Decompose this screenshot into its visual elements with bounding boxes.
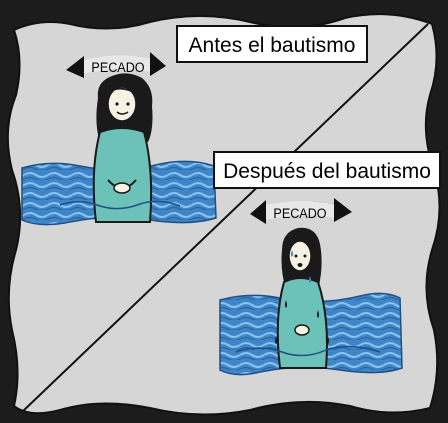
sin-banner-after: PECADO (250, 198, 352, 224)
after-scene: Después del bautismo PECADO (213, 151, 441, 376)
sin-label-after: PECADO (273, 205, 326, 221)
woman-figure-after (275, 227, 329, 369)
before-scene: PECADO Antes el bautismo (21, 25, 368, 226)
before-title-box: Antes el bautismo (176, 25, 368, 63)
before-title: Antes el bautismo (189, 34, 356, 57)
divider-line (21, 23, 429, 413)
woman-figure-before (92, 73, 153, 223)
sin-banner-before: PECADO (66, 52, 166, 78)
after-title-box: Después del bautismo (213, 151, 441, 189)
after-title: Después del bautismo (223, 160, 431, 183)
sin-label-before: PECADO (91, 59, 144, 75)
